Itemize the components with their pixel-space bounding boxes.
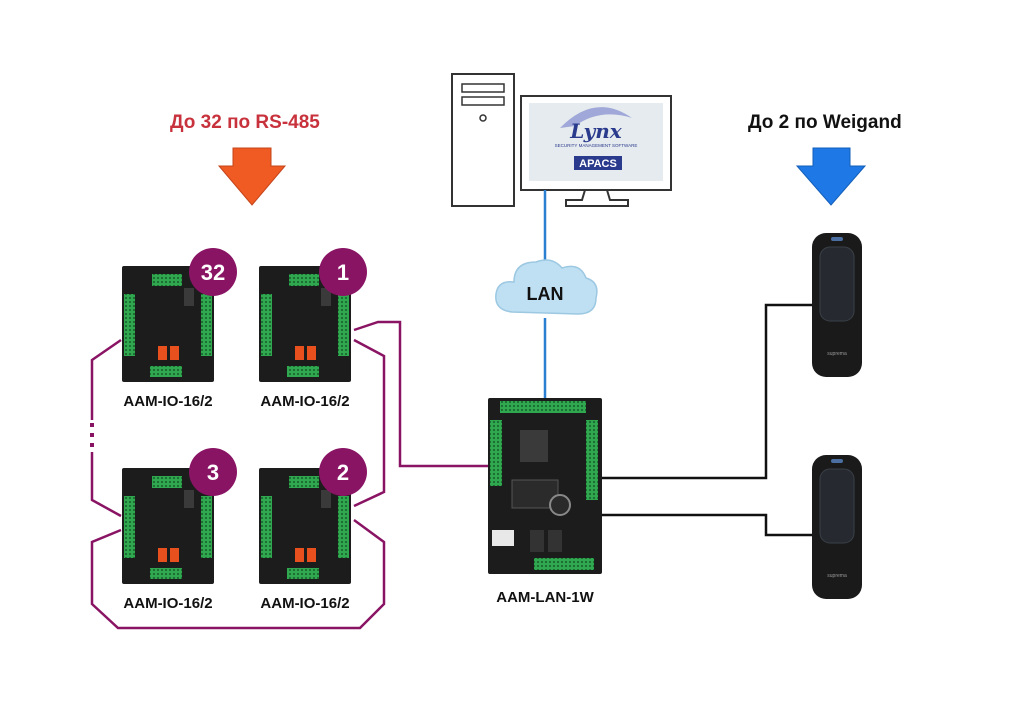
weigand-heading: До 2 по Weigand [748,112,902,133]
svg-text:APACS: APACS [579,158,617,170]
rs485-heading: До 32 по RS-485 [170,112,320,133]
lynx-logo: Lynx SECURITY MANAGEMENT SOFTWARE APACS [555,107,638,170]
io-board [122,468,214,584]
weigand-wires [600,303,812,537]
module-number-badge: 3 [189,448,237,496]
svg-text:32: 32 [201,260,225,285]
reader-brand: suprema [827,351,847,357]
monitor-icon: Lynx SECURITY MANAGEMENT SOFTWARE APACS [520,95,672,207]
bus-continuation-dots [90,423,94,447]
svg-text:2: 2 [337,460,349,485]
controller-board [488,398,602,574]
svg-text:1: 1 [337,260,349,285]
rs485-bus [90,320,488,630]
module-label: AAM-IO-16/2 [260,595,349,612]
svg-text:Lynx: Lynx [569,119,623,143]
lan-label: LAN [527,284,564,304]
card-reader-icon: suprema [812,233,862,377]
module-number-badge: 2 [319,448,367,496]
card-reader-icon: suprema [812,455,862,599]
io-board [259,468,351,584]
down-arrow-icon [217,147,287,206]
module-label: AAM-IO-16/2 [123,595,212,612]
reader-brand: suprema [827,573,847,579]
module-number-badge: 1 [319,248,367,296]
cloud-icon: LAN [495,259,598,315]
computer-tower-icon [451,73,515,207]
io-board [259,266,351,382]
down-arrow-icon [795,147,867,206]
io-board [122,266,214,382]
controller-label: AAM-LAN-1W [496,589,594,606]
svg-text:3: 3 [207,460,219,485]
module-number-badge: 32 [189,248,237,296]
module-label: AAM-IO-16/2 [123,393,212,410]
module-label: AAM-IO-16/2 [260,393,349,410]
svg-text:SECURITY MANAGEMENT SOFTWARE: SECURITY MANAGEMENT SOFTWARE [555,143,638,148]
